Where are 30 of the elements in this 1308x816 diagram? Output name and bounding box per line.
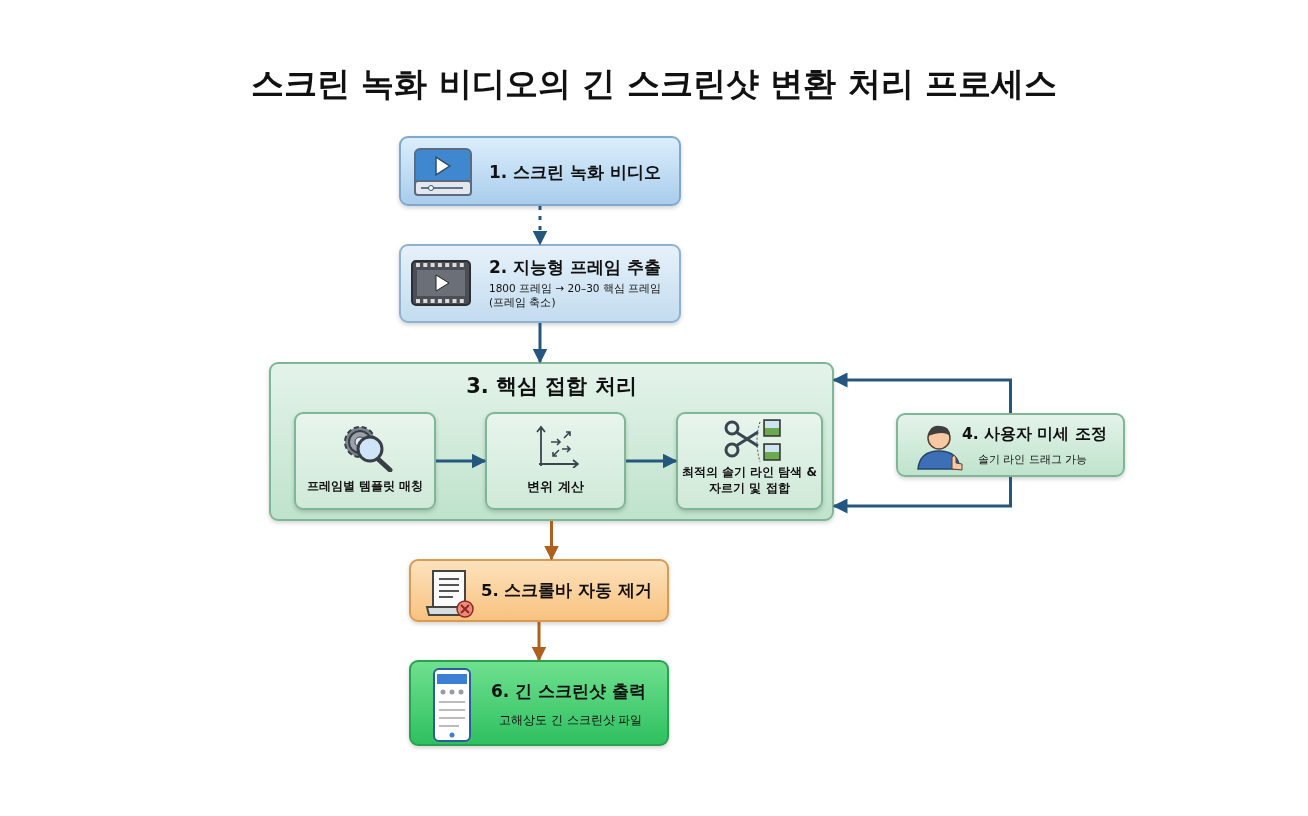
arrow (532, 323, 548, 364)
arrow (544, 521, 559, 561)
step-title: 1. 스크린 녹화 비디오 (489, 161, 662, 184)
arrow (532, 206, 548, 246)
step-title: 5. 스크롤바 자동 제거 (481, 580, 652, 602)
step-description: 1800 프레임 → 20–30 핵심 프레임 (프레임 축소) (489, 281, 663, 310)
process-box (409, 660, 669, 746)
arrow (832, 477, 1012, 514)
process-box (409, 559, 669, 622)
step-title: 2. 지능형 프레임 추출 (489, 256, 662, 279)
step-description: 솔기 라인 드래그 가능 (978, 452, 1088, 467)
process-box (294, 412, 436, 510)
step-title: 4. 사용자 미세 조정 (962, 424, 1107, 445)
arrow (626, 453, 678, 469)
step-title: 프레임별 템플릿 매칭 (305, 478, 425, 495)
process-box (399, 136, 681, 206)
process-box (399, 244, 681, 323)
step-title: 6. 긴 스크린샷 출력 (491, 680, 647, 703)
step-title: 최적의 솔기 라인 탐색 & 자르기 및 접합 (680, 464, 819, 497)
title: 스크린 녹화 비디오의 긴 스크린샷 변환 처리 프로세스 (249, 63, 1059, 105)
arrow (832, 372, 1012, 413)
step-title: 3. 핵심 접합 처리 (465, 373, 638, 400)
process-container (269, 362, 834, 521)
step-description: 고해상도 긴 스크린샷 파일 (499, 712, 643, 729)
process-box (896, 413, 1125, 477)
process-box (676, 412, 823, 510)
arrow (531, 622, 547, 662)
arrow (436, 453, 487, 469)
step-title: 변위 계산 (526, 478, 585, 496)
process-box (485, 412, 626, 510)
